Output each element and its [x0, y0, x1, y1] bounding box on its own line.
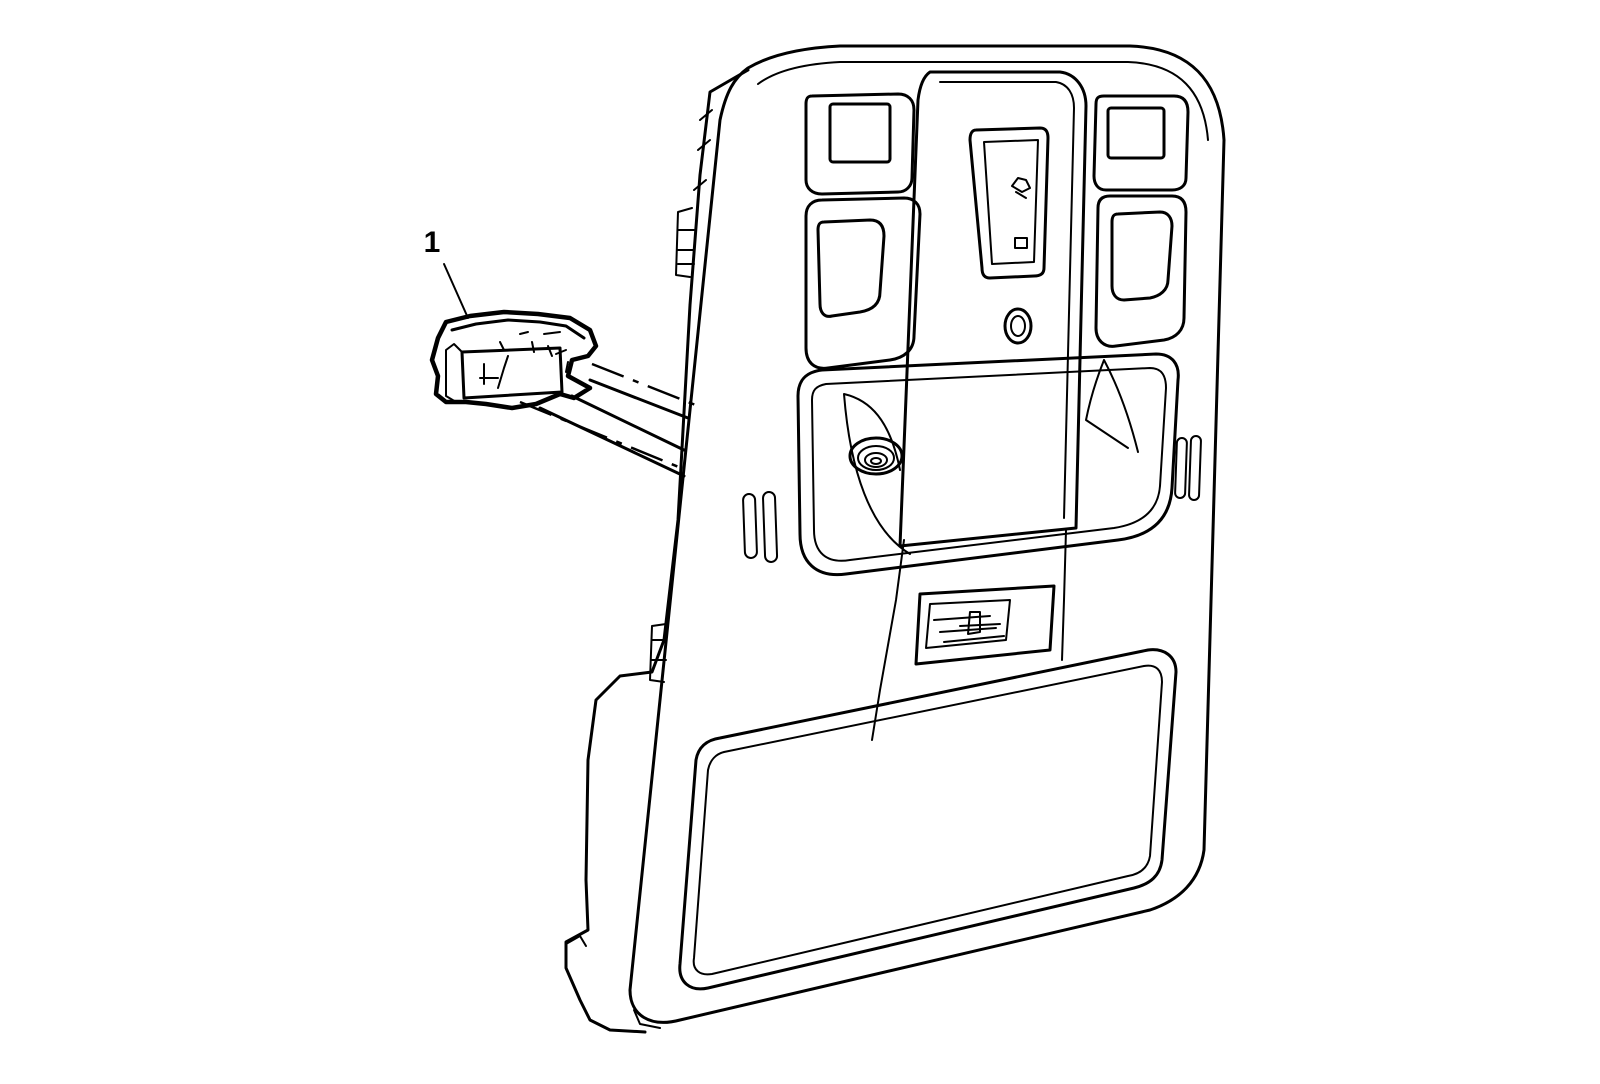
center-opening	[914, 584, 1056, 666]
sunroof-switch	[968, 126, 1050, 280]
microphone-icon	[848, 436, 904, 476]
console-rear-housing	[564, 68, 750, 1034]
right-vent-slots	[1174, 435, 1202, 501]
callout-1-leader	[443, 263, 469, 319]
left-button-upper	[804, 92, 916, 196]
callout-1-label: 1	[424, 226, 441, 259]
left-vent-slots	[742, 491, 779, 563]
map-light-module	[796, 352, 1180, 577]
storage-bin-door	[678, 648, 1178, 991]
center-rail	[871, 70, 1088, 741]
callout-1: 1	[424, 226, 469, 319]
right-button-lower	[1094, 194, 1188, 348]
alignment-lines	[519, 362, 699, 478]
overhead-console-body	[628, 44, 1226, 1024]
sunroof-icon	[1011, 177, 1031, 249]
sensor-icon	[1003, 307, 1033, 345]
electrical-connector	[429, 309, 599, 411]
console-front-tab	[633, 1009, 661, 1029]
left-button-lower	[804, 196, 922, 370]
right-button-upper	[1092, 94, 1190, 192]
